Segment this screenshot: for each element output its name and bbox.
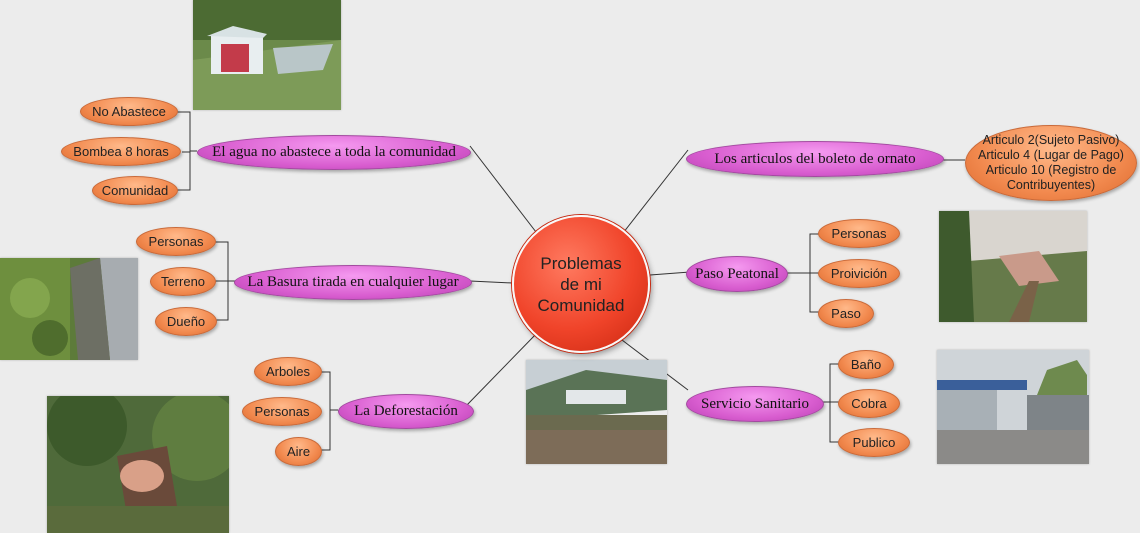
leaf-label: No Abastece bbox=[92, 104, 166, 119]
leaf-label: Paso bbox=[831, 306, 861, 321]
branch-servicio-sanitario[interactable]: Servicio Sanitario bbox=[686, 386, 824, 422]
leaf-label: Personas bbox=[148, 234, 204, 249]
leaf-comunidad[interactable]: Comunidad bbox=[92, 176, 178, 205]
leaf-articulo-2: Articulo 2(Sujeto Pasivo) bbox=[982, 133, 1120, 147]
leaf-label: Personas bbox=[831, 226, 887, 241]
leaf-personas-deforestation[interactable]: Personas bbox=[242, 397, 322, 426]
leaf-dueno[interactable]: Dueño bbox=[155, 307, 217, 336]
leaf-articulo-10-cont: Contribuyentes) bbox=[1006, 178, 1096, 192]
leaf-bano[interactable]: Baño bbox=[838, 350, 894, 379]
leaf-label: Cobra bbox=[851, 396, 887, 411]
leaf-label: Baño bbox=[850, 357, 882, 372]
leaf-label: Aire bbox=[286, 444, 311, 459]
leaf-label: Bombea 8 horas bbox=[73, 144, 169, 159]
roadside-trash-photo bbox=[0, 258, 138, 360]
branch-trash[interactable]: La Basura tirada en cualquier lugar bbox=[234, 265, 472, 300]
leaf-label: Arboles bbox=[265, 364, 311, 379]
roadside-building-photo bbox=[937, 350, 1089, 464]
leaf-articulo-4: Articulo 4 (Lugar de Pago) bbox=[978, 148, 1124, 162]
central-topic-line-3: Comunidad bbox=[537, 295, 625, 315]
leaf-cobra[interactable]: Cobra bbox=[838, 389, 900, 418]
leaf-label: Proivición bbox=[830, 266, 888, 281]
valley-village-photo bbox=[526, 360, 667, 464]
leaf-label: Terreno bbox=[160, 274, 206, 289]
leaf-arboles[interactable]: Arboles bbox=[254, 357, 322, 386]
leaf-personas-trash[interactable]: Personas bbox=[136, 227, 216, 256]
leaf-proivicion[interactable]: Proivición bbox=[818, 259, 900, 288]
leaf-articulos[interactable]: Articulo 2(Sujeto Pasivo) Articulo 4 (Lu… bbox=[965, 125, 1137, 201]
branch-trash-label: La Basura tirada en cualquier lugar bbox=[247, 274, 459, 290]
branch-paso-peatonal-label: Paso Peatonal bbox=[695, 265, 779, 282]
leaf-label: Publico bbox=[852, 435, 896, 450]
leaf-no-abastece[interactable]: No Abastece bbox=[80, 97, 178, 126]
branch-boleto-ornato-label: Los articulos del boleto de ornato bbox=[714, 150, 916, 167]
leaf-label: Dueño bbox=[166, 314, 206, 329]
leaf-paso[interactable]: Paso bbox=[818, 299, 874, 328]
leaf-label: Comunidad bbox=[101, 183, 169, 198]
leaf-terreno[interactable]: Terreno bbox=[150, 267, 216, 296]
leaf-label: Personas bbox=[254, 404, 310, 419]
central-topic-line-1: Problemas bbox=[540, 253, 622, 273]
branch-deforestation-label: La Deforestación bbox=[354, 403, 458, 419]
leaf-aire[interactable]: Aire bbox=[275, 437, 322, 466]
leaf-articulo-10: Articulo 10 (Registro de bbox=[985, 163, 1117, 177]
branch-water-label: El agua no abastece a toda la comunidad bbox=[212, 144, 456, 160]
branch-paso-peatonal[interactable]: Paso Peatonal bbox=[686, 256, 788, 292]
branch-boleto-ornato[interactable]: Los articulos del boleto de ornato bbox=[686, 141, 944, 177]
branch-water[interactable]: El agua no abastece a toda la comunidad bbox=[197, 135, 471, 170]
footpath-photo bbox=[939, 211, 1087, 322]
leaf-publico[interactable]: Publico bbox=[838, 428, 910, 457]
leaf-personas-paso[interactable]: Personas bbox=[818, 219, 900, 248]
cut-tree-stump-photo bbox=[47, 396, 229, 533]
branch-deforestation[interactable]: La Deforestación bbox=[338, 394, 474, 429]
branch-servicio-sanitario-label: Servicio Sanitario bbox=[701, 395, 809, 412]
water-tank-photo bbox=[193, 0, 341, 110]
leaf-bombea-8-horas[interactable]: Bombea 8 horas bbox=[61, 137, 181, 166]
central-topic-line-2: de mi bbox=[560, 274, 602, 294]
